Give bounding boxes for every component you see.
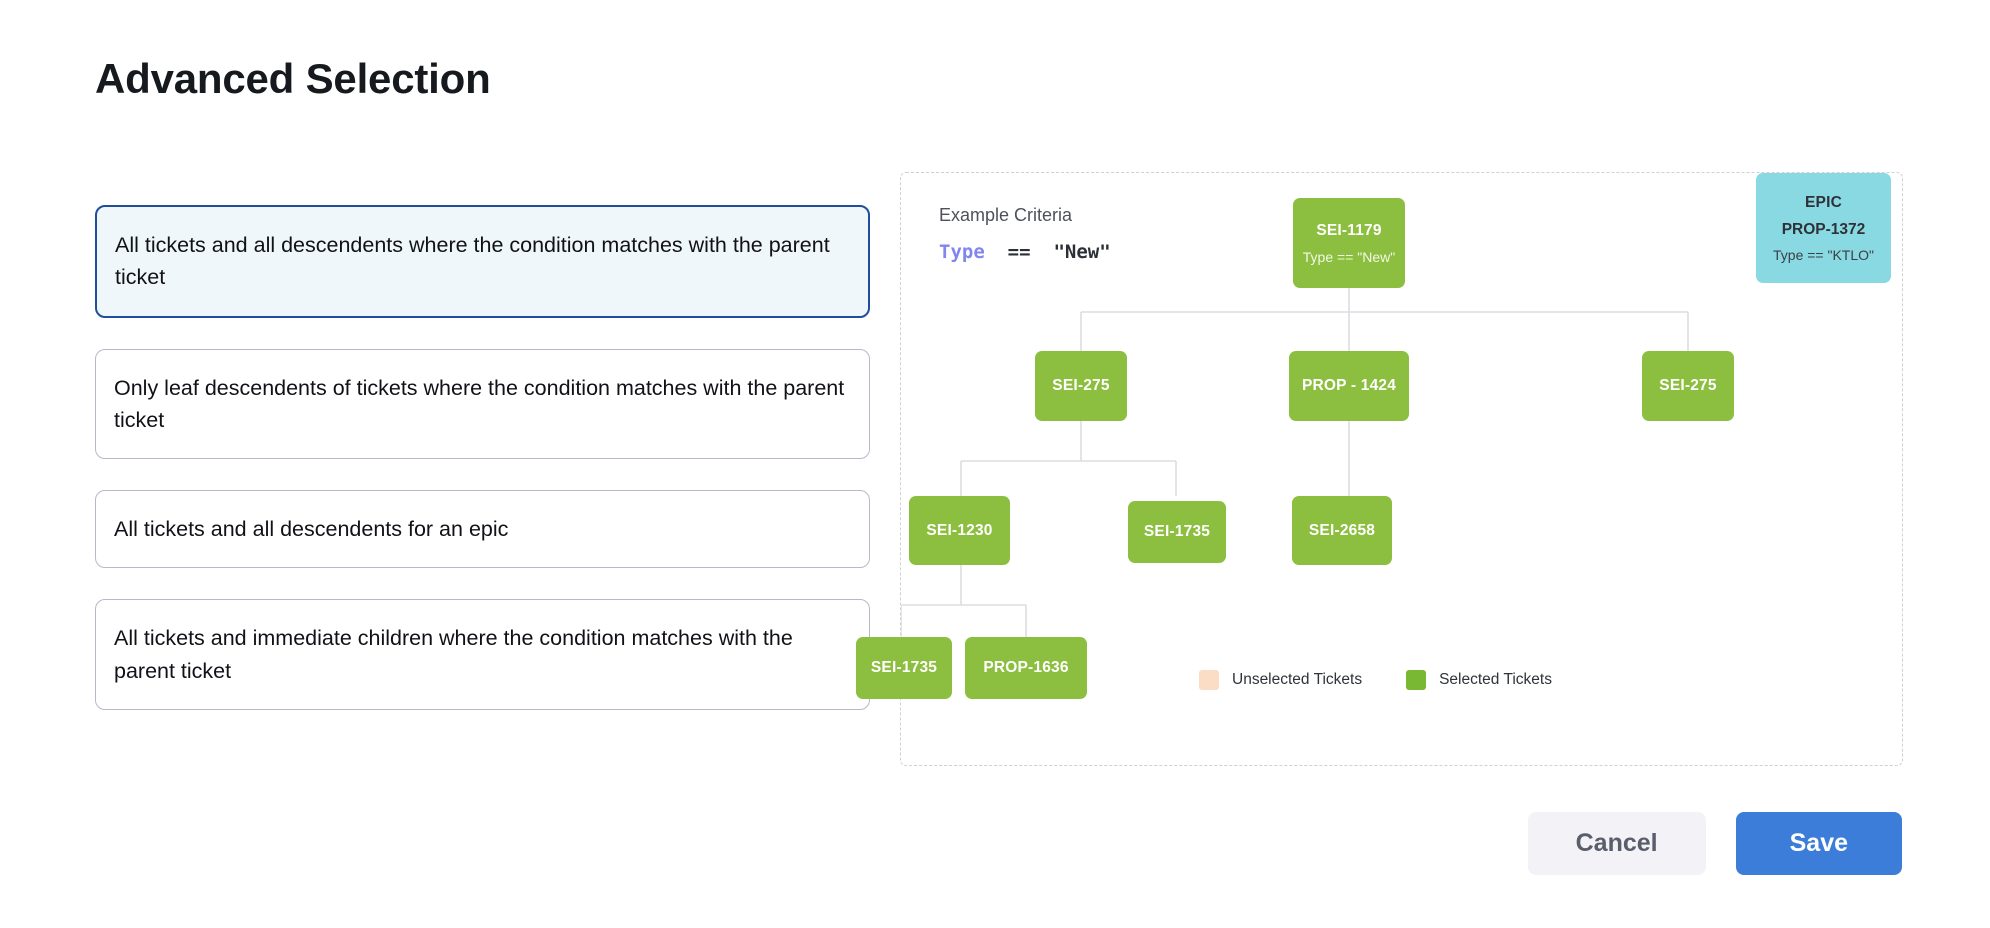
- option-label: All tickets and immediate children where…: [114, 626, 793, 683]
- tree-node-sei-275-left[interactable]: SEI-275: [1035, 351, 1127, 421]
- cancel-button[interactable]: Cancel: [1527, 812, 1706, 875]
- option-card-immediate-children[interactable]: All tickets and immediate children where…: [95, 599, 870, 710]
- option-card-epic-descendents[interactable]: All tickets and all descendents for an e…: [95, 490, 870, 569]
- criteria-code-key: Type: [939, 241, 985, 263]
- criteria-code-value: "New": [1053, 241, 1111, 263]
- tree-node-id: SEI-1179: [1316, 221, 1382, 239]
- selection-options-list: All tickets and all descendents where th…: [95, 205, 870, 741]
- legend-item-selected: Selected Tickets: [1406, 670, 1552, 690]
- legend-item-unselected: Unselected Tickets: [1199, 670, 1362, 690]
- diagram-legend: Unselected Tickets Selected Tickets: [1199, 670, 1552, 690]
- tree-node-sei-1735-leaf[interactable]: SEI-1735: [856, 637, 952, 699]
- tree-node-subtitle: Type == "New": [1302, 248, 1396, 265]
- tree-node-prop-1424[interactable]: PROP - 1424: [1289, 351, 1409, 421]
- option-label: All tickets and all descendents for an e…: [114, 517, 509, 541]
- legend-swatch-unselected-icon: [1199, 670, 1219, 690]
- tree-node-sei-1179[interactable]: SEI-1179 Type == "New": [1293, 198, 1405, 288]
- tree-node-id: PROP - 1424: [1301, 377, 1397, 394]
- tree-node-sei-275-right[interactable]: SEI-275: [1642, 351, 1734, 421]
- option-label: Only leaf descendents of tickets where t…: [114, 375, 845, 432]
- tree-node-id: PROP-1372: [1781, 220, 1866, 238]
- legend-label: Selected Tickets: [1439, 671, 1552, 688]
- legend-label: Unselected Tickets: [1232, 671, 1363, 688]
- tree-node-id: SEI-1735: [870, 659, 938, 676]
- option-card-leaf-descendents[interactable]: Only leaf descendents of tickets where t…: [95, 348, 870, 459]
- tree-node-epic-prop-1372[interactable]: EPIC PROP-1372 Type == "KTLO": [1756, 173, 1891, 283]
- tree-connectors: [901, 288, 1689, 637]
- tree-node-sei-1230[interactable]: SEI-1230: [909, 496, 1010, 565]
- tree-node-id: PROP-1636: [983, 659, 1069, 676]
- tree-node-sei-2658[interactable]: SEI-2658: [1292, 496, 1392, 565]
- dialog-footer: Cancel Save: [1527, 812, 1902, 875]
- tree-node-sei-1735-mid[interactable]: SEI-1735: [1128, 501, 1226, 563]
- tree-node-id: SEI-1230: [926, 521, 993, 539]
- option-label: All tickets and all descendents where th…: [115, 233, 830, 290]
- save-button[interactable]: Save: [1735, 812, 1902, 875]
- example-diagram-panel: Example Criteria Type == "New": [856, 172, 1903, 766]
- criteria-label: Example Criteria: [939, 205, 1073, 225]
- tree-node-id: SEI-1735: [1143, 523, 1211, 540]
- criteria-code: Type == "New": [939, 241, 1111, 263]
- legend-swatch-selected-icon: [1406, 670, 1427, 690]
- option-card-all-descendents[interactable]: All tickets and all descendents where th…: [95, 205, 870, 318]
- tree-node-subtitle: Type == "KTLO": [1773, 246, 1874, 263]
- page-title: Advanced Selection: [95, 55, 491, 102]
- criteria-code-operator: ==: [1007, 241, 1031, 263]
- tree-node-prop-1636[interactable]: PROP-1636: [965, 637, 1087, 699]
- tree-node-id: SEI-2658: [1308, 521, 1376, 539]
- tree-node-epic-label: EPIC: [1805, 193, 1842, 211]
- tree-node-id: SEI-275: [1052, 377, 1110, 394]
- tree-node-id: SEI-275: [1659, 377, 1717, 394]
